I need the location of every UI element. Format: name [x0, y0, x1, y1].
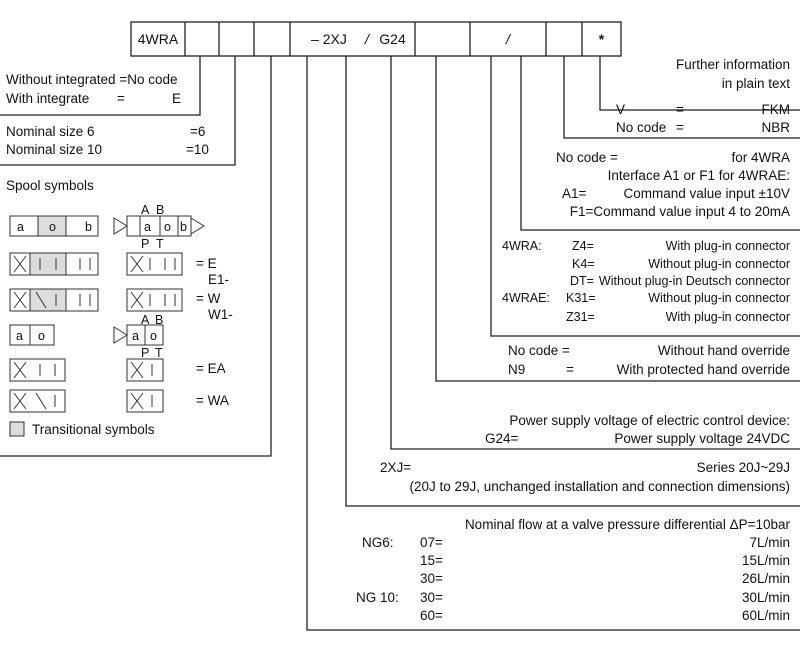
iface-4wra: for 4WRA [731, 150, 790, 165]
integrated-with: With integrate [6, 91, 90, 106]
flow-ng10: NG 10: [356, 590, 399, 605]
flow-val-30a: 26L/min [741, 571, 790, 586]
sym-B1: B [156, 203, 165, 217]
series-code: 2XJ= [380, 460, 412, 475]
further-line1: Further information [675, 57, 790, 72]
sym-A1: A [141, 203, 150, 217]
sym-B2: B [155, 313, 164, 327]
flow-val-07: 7L/min [749, 535, 790, 550]
header-box [130, 21, 622, 57]
size10-code: =10 [186, 142, 209, 157]
spool-label-w: = W [196, 291, 221, 306]
sym-b1: b [85, 220, 92, 234]
header-cell-further: * [598, 31, 605, 47]
conn-4wra: 4WRA: [502, 239, 542, 253]
seal-v-eq: = [676, 102, 684, 117]
iface-title: Interface A1 or F1 for 4WRAE: [607, 168, 790, 183]
sym-a3: a [16, 329, 23, 343]
sym-o3: o [38, 329, 45, 343]
hand-nocode: No code = [508, 343, 570, 358]
transitional-swatch [9, 421, 25, 437]
conn-z4: Z4= [572, 239, 594, 253]
hand-with: With protected hand override [616, 362, 790, 377]
spool-label-e1: E1- [208, 272, 230, 287]
hand-n9: N9 [508, 362, 526, 377]
iface-f1: F1=Command value input 4 to 20mA [569, 204, 790, 219]
sym-a2: a [144, 220, 151, 234]
seal-v: V [616, 102, 626, 117]
spool-label-wa: = WA [196, 393, 229, 408]
conn-4wrae: 4WRAE: [502, 291, 550, 305]
conn-k4-desc: Without plug-in connector [648, 257, 790, 271]
seal-nbr: NBR [761, 120, 790, 135]
size6-label: Nominal size 6 [6, 124, 95, 139]
sym-b2: b [180, 220, 187, 234]
integrated-code: E [172, 91, 182, 106]
sym-T2: T [155, 346, 163, 360]
iface-nocode: No code = [556, 150, 618, 165]
sym-a4: a [132, 329, 139, 343]
flow-code-30a: 30= [420, 571, 443, 586]
sym-o4: o [150, 329, 157, 343]
header-cell-slash: / [365, 31, 369, 47]
integrated-eq: = [117, 91, 125, 106]
seal-nocode-eq: = [676, 120, 684, 135]
hand-without: Without hand override [657, 343, 790, 358]
conn-z4-desc: With plug-in connector [665, 239, 790, 253]
spool-label-e: = E [196, 256, 217, 271]
further-line2: in plain text [721, 76, 790, 91]
conn-k31-desc: Without plug-in connector [648, 291, 790, 305]
hand-n9-eq: = [566, 362, 574, 377]
flow-val-15: 15L/min [741, 553, 790, 568]
flow-code-15: 15= [420, 553, 443, 568]
header-cell-voltage: G24 [379, 31, 406, 47]
conn-dt-desc: Without plug-in Deutsch connector [598, 274, 790, 288]
power-g24: G24= [485, 431, 519, 446]
sym-P1: P [141, 237, 150, 251]
seal-fkm: FKM [761, 102, 791, 117]
flow-title: Nominal flow at a valve pressure differe… [464, 517, 790, 532]
iface-a1: A1= [562, 186, 587, 201]
flow-code-30b: 30= [420, 590, 443, 605]
spool-label-ea: = EA [196, 361, 226, 376]
transitional-label: Transitional symbols [32, 422, 155, 437]
conn-k31: K31= [566, 291, 596, 305]
conn-dt: DT= [570, 274, 594, 288]
spool-label-w1: W1- [208, 307, 233, 322]
sym-a1: a [17, 220, 24, 234]
iface-a1-desc: Command value input ±10V [623, 186, 790, 201]
conn-z31-desc: With plug-in connector [665, 310, 790, 324]
header-cell-slash2: / [506, 31, 510, 47]
series-note: (20J to 29J, unchanged installation and … [409, 479, 791, 494]
power-desc: Power supply voltage 24VDC [614, 431, 790, 446]
sym-o2: o [164, 220, 171, 234]
seal-nocode: No code [616, 120, 667, 135]
flow-ng6: NG6: [362, 535, 394, 550]
header-cell-series: – 2XJ [311, 31, 347, 47]
flow-code-07: 07= [420, 535, 443, 550]
size6-code: =6 [190, 124, 206, 139]
sym-P2: P [141, 346, 150, 360]
power-title: Power supply voltage of electric control… [509, 413, 790, 428]
flow-code-60: 60= [420, 608, 443, 623]
header-cell-type: 4WRA [137, 31, 179, 47]
sym-A2: A [141, 313, 150, 327]
flow-val-60: 60L/min [741, 608, 790, 623]
spool-title: Spool symbols [6, 178, 94, 193]
conn-k4: K4= [572, 257, 595, 271]
series-desc: Series 20J~29J [696, 460, 790, 475]
sym-o1: o [49, 220, 56, 234]
size10-label: Nominal size 10 [6, 142, 103, 157]
conn-z31: Z31= [566, 310, 595, 324]
spool-symbols [9, 215, 205, 437]
sym-T1: T [156, 237, 164, 251]
integrated-without: Without integrated =No code [6, 72, 178, 87]
flow-val-30b: 30L/min [741, 590, 790, 605]
